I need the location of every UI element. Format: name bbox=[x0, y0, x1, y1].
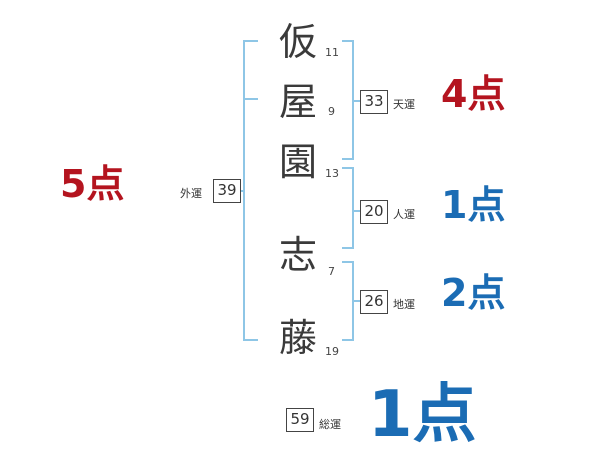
jinun-label: 人運 bbox=[393, 208, 415, 221]
gaiun-label: 外運 bbox=[180, 187, 202, 200]
souun-score: 1点 bbox=[368, 378, 477, 452]
tenun-value-box: 33 bbox=[360, 90, 388, 114]
gaiun-score: 5点 bbox=[60, 162, 125, 206]
jinun-bracket bbox=[342, 167, 354, 249]
name-char-2: 屋 bbox=[278, 80, 317, 124]
stroke-count-2: 9 bbox=[328, 105, 335, 118]
chiun-value-box: 26 bbox=[360, 290, 388, 314]
chiun-bracket bbox=[342, 261, 354, 341]
stroke-count-3: 13 bbox=[325, 167, 339, 180]
outer-bracket bbox=[243, 40, 258, 341]
souun-label: 総運 bbox=[319, 418, 341, 431]
stroke-count-1: 11 bbox=[325, 46, 339, 59]
tenun-score: 4点 bbox=[441, 72, 506, 116]
chiun-score: 2点 bbox=[441, 271, 506, 315]
stroke-count-5: 19 bbox=[325, 345, 339, 358]
stroke-count-4: 7 bbox=[328, 265, 335, 278]
gaiun-value-box: 39 bbox=[213, 179, 241, 203]
tenun-label: 天運 bbox=[393, 98, 415, 111]
souun-value-box: 59 bbox=[286, 408, 314, 432]
jinun-value-box: 20 bbox=[360, 200, 388, 224]
chiun-label: 地運 bbox=[393, 298, 415, 311]
tenun-bracket bbox=[342, 40, 354, 160]
jinun-score: 1点 bbox=[441, 183, 506, 227]
name-char-3: 園 bbox=[278, 140, 317, 184]
name-char-4: 志 bbox=[278, 233, 317, 277]
name-char-5: 藤 bbox=[278, 316, 317, 360]
name-char-1: 仮 bbox=[278, 20, 317, 64]
